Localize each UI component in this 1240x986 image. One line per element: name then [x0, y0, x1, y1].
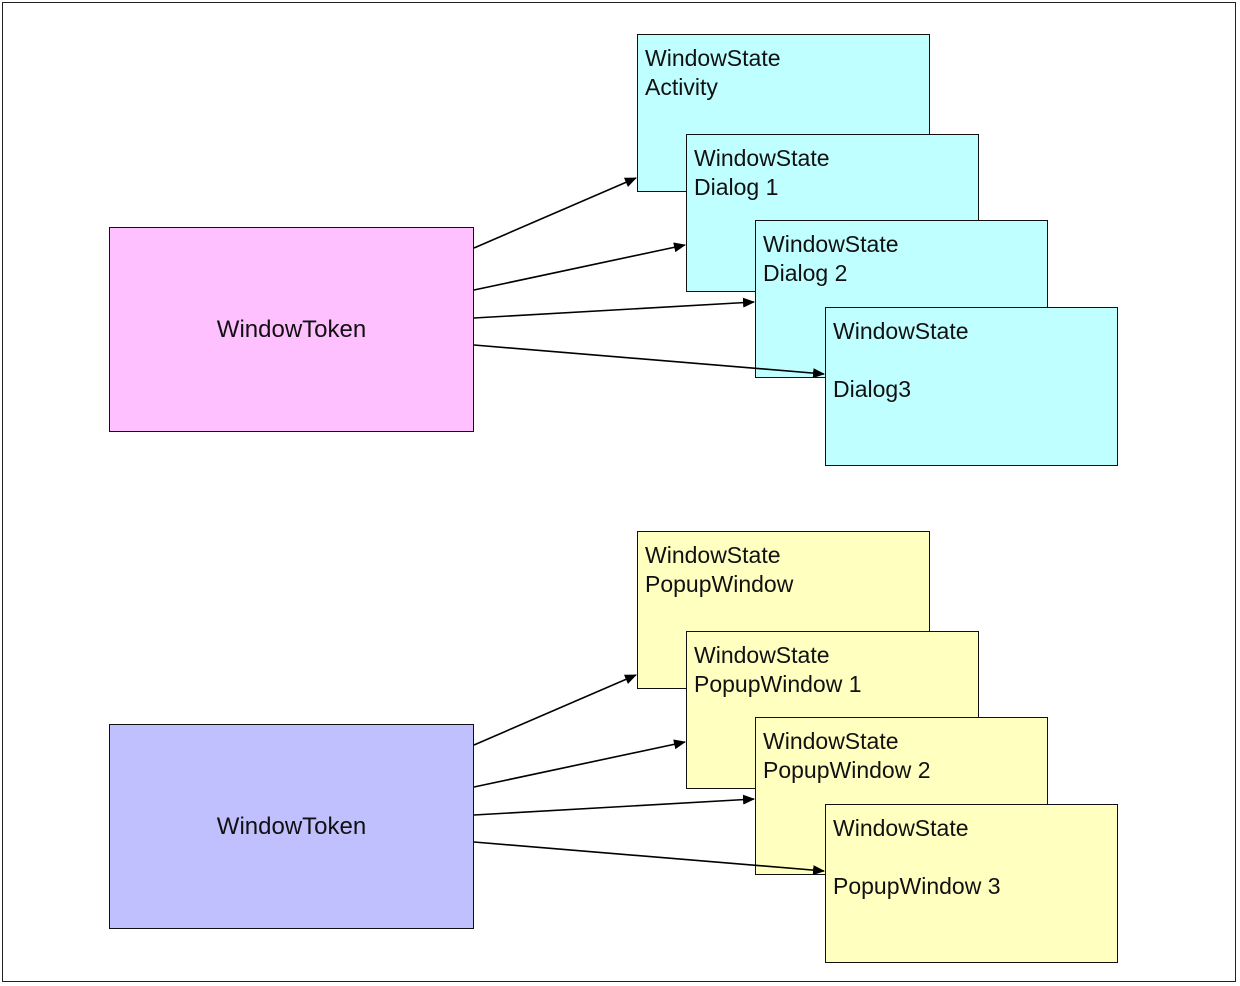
window-token-bottom: WindowToken — [109, 724, 474, 929]
state-name: Dialog3 — [833, 376, 911, 402]
window-token-top-label: WindowToken — [216, 316, 367, 343]
window-token-top: WindowToken — [109, 227, 474, 432]
state-name: PopupWindow — [645, 571, 794, 597]
state-name: PopupWindow 3 — [833, 873, 1001, 899]
state-title: WindowState — [833, 318, 969, 344]
state-name: Dialog 1 — [694, 174, 779, 200]
state-name: PopupWindow 2 — [763, 757, 931, 783]
state-title: WindowState — [645, 542, 781, 568]
state-title: WindowState — [833, 815, 969, 841]
window-token-bottom-label: WindowToken — [216, 813, 367, 840]
state-title: WindowState — [694, 145, 830, 171]
state-title: WindowState — [763, 231, 899, 257]
state-title: WindowState — [763, 728, 899, 754]
state-title: WindowState — [645, 45, 781, 71]
state-title: WindowState — [694, 642, 830, 668]
state-name: Activity — [645, 74, 718, 100]
state-name: PopupWindow 1 — [694, 671, 862, 697]
state-name: Dialog 2 — [763, 260, 848, 286]
